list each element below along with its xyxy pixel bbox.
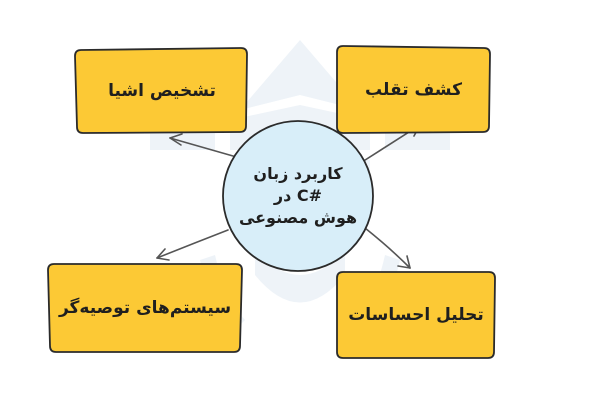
node-top-left-box	[74, 47, 248, 134]
node-bottom-right-box	[336, 271, 496, 359]
center-circle	[222, 120, 374, 272]
arrow-to-top-left-head	[169, 133, 183, 146]
arrow-to-bottom-left	[156, 229, 229, 259]
nodes	[47, 45, 496, 359]
node-top-right-box	[336, 45, 491, 134]
node-bottom-left-box	[47, 263, 243, 353]
arrow-to-bottom-left-head	[156, 248, 170, 261]
arrow-to-bottom-right	[364, 227, 411, 269]
arrow-to-bottom-right-head	[397, 255, 411, 269]
